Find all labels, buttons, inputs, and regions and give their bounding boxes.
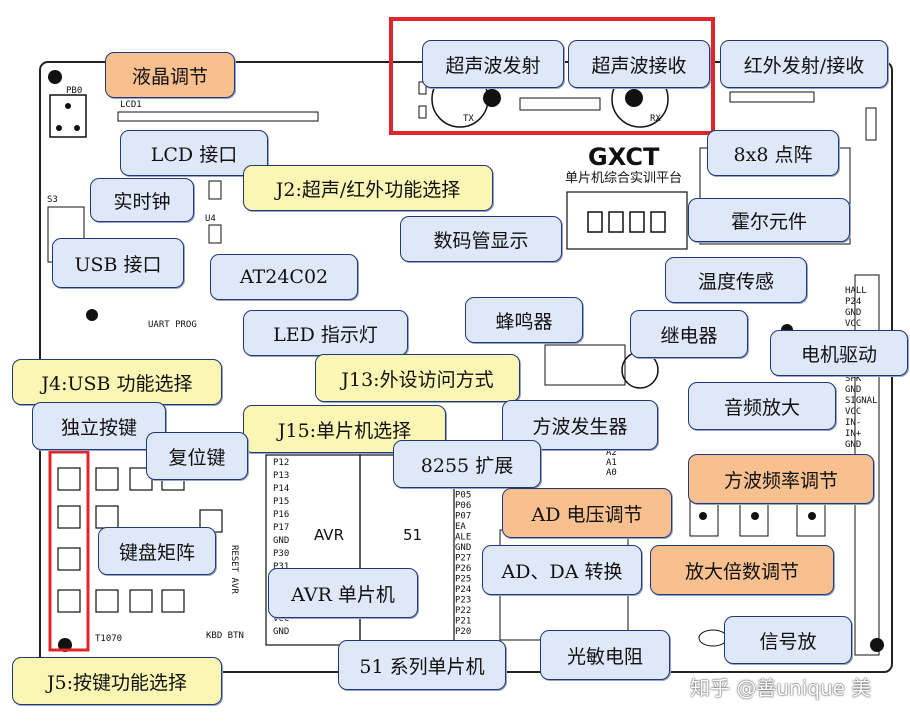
pin-label: P24 — [455, 585, 471, 595]
pin-label: SIGNAL — [845, 396, 878, 406]
callout-rtc: 实时钟 — [90, 178, 194, 222]
svg-text:RX: RX — [650, 114, 661, 124]
pin-label: VCC — [845, 407, 861, 417]
svg-text:单片机综合实训平台: 单片机综合实训平台 — [565, 171, 682, 186]
svg-text:S3: S3 — [47, 195, 58, 205]
pin-label: P20 — [455, 627, 471, 637]
pin-label: P26 — [455, 564, 471, 574]
callout-motor: 电机驱动 — [770, 330, 908, 376]
pin-label: IN+ — [845, 429, 862, 439]
callout-usb-port: USB 接口 — [52, 238, 184, 288]
pin-label: A2 — [606, 448, 617, 458]
pin-label: P25 — [455, 575, 471, 585]
callout-j4-usb: J4:USB 功能选择 — [12, 359, 222, 405]
callout-lcd-contrast: 液晶调节 — [105, 52, 235, 98]
svg-text:T1070: T1070 — [95, 634, 122, 644]
svg-text:PB0: PB0 — [66, 86, 82, 96]
callout-square-freq: 方波频率调节 — [688, 454, 874, 504]
pin-label: P27 — [455, 554, 471, 564]
pin-label: P16 — [273, 510, 289, 520]
pin-label: P22 — [455, 606, 471, 616]
pin-label: P24 — [845, 297, 861, 307]
callout-dot-matrix: 8x8 点阵 — [707, 130, 839, 176]
callout-relay: 继电器 — [630, 310, 748, 358]
pin-label: P17 — [273, 523, 289, 533]
pin-label: GND — [845, 440, 861, 450]
svg-text:TX: TX — [463, 114, 474, 124]
callout-ultrasonic-rx: 超声波接收 — [568, 40, 710, 88]
svg-text:RESET AVR: RESET AVR — [229, 545, 239, 594]
watermark: 知乎 @善unique 美 — [690, 676, 872, 700]
pin-label: GND — [273, 536, 289, 546]
pin-label: GND — [273, 627, 289, 637]
callout-signal-amp: 信号放 — [724, 616, 852, 664]
pin-label: A0 — [606, 468, 617, 478]
callout-buzzer: 蜂鸣器 — [465, 297, 583, 343]
callout-j13-access: J13:外设访问方式 — [315, 354, 520, 402]
pin-label: P31 — [273, 562, 289, 572]
pin-label: P23 — [455, 596, 471, 606]
pin-label: P05 — [455, 491, 471, 501]
callout-gain-adjust: 放大倍数调节 — [650, 545, 834, 595]
svg-text:51: 51 — [403, 526, 422, 544]
callout-key-matrix: 键盘矩阵 — [98, 527, 216, 575]
callout-seven-seg: 数码管显示 — [400, 216, 562, 262]
pin-label: A1 — [606, 458, 617, 468]
callout-j2-select: J2:超声/红外功能选择 — [243, 165, 493, 211]
pin-label: P06 — [455, 501, 471, 511]
callout-led: LED 指示灯 — [243, 310, 408, 356]
pin-label: SPK — [845, 374, 862, 384]
pin-label: P07 — [455, 512, 471, 522]
callout-avr-mcu: AVR 单片机 — [268, 568, 418, 618]
callout-ir-txrx: 红外发射/接收 — [720, 40, 888, 88]
pin-label: P15 — [273, 497, 289, 507]
pin-label: GND — [845, 308, 861, 318]
svg-text:GXCT: GXCT — [588, 143, 660, 171]
pin-label: VCC — [845, 319, 861, 329]
callout-ad-voltage: AD 电压调节 — [502, 488, 672, 538]
callout-51-mcu: 51 系列单片机 — [338, 640, 506, 690]
mount-hole — [48, 70, 62, 84]
pin-label: IN- — [845, 418, 861, 428]
pin-label: P30 — [273, 549, 289, 559]
callout-8255: 8255 扩展 — [393, 440, 541, 488]
pin-label: P21 — [455, 617, 471, 627]
svg-text:KBD BTN: KBD BTN — [206, 631, 244, 641]
pin-label: EA — [455, 522, 466, 532]
pin-label: ALE — [455, 533, 471, 543]
callout-hall: 霍尔元件 — [688, 198, 850, 242]
key-select-highlight — [48, 450, 90, 652]
ultrasonic-highlight-box — [389, 17, 715, 135]
callout-audio-amp: 音频放大 — [688, 382, 836, 430]
pin-label: VCC — [273, 614, 289, 624]
callout-temp: 温度传感 — [665, 257, 807, 303]
svg-text:UART PROG: UART PROG — [148, 320, 197, 330]
pin-label: GND — [455, 543, 471, 553]
pin-label: GND — [845, 385, 861, 395]
pin-label: HALL — [845, 286, 867, 296]
svg-text:U4: U4 — [205, 214, 216, 224]
pin-label: P13 — [273, 471, 289, 481]
svg-text:LCD1: LCD1 — [120, 100, 142, 110]
callout-reset-key: 复位键 — [146, 432, 248, 480]
pin-label: P12 — [273, 458, 289, 468]
callout-ad-da: AD、DA 转换 — [482, 545, 642, 595]
svg-text:AVR: AVR — [314, 526, 344, 544]
callout-photoresistor: 光敏电阻 — [540, 630, 670, 680]
callout-j5-keys: J5:按键功能选择 — [12, 657, 222, 705]
callout-at24c02: AT24C02 — [210, 254, 358, 300]
pin-label: P14 — [273, 484, 289, 494]
mount-hole — [870, 638, 884, 652]
callout-ultrasonic-tx: 超声波发射 — [422, 40, 564, 88]
callout-indep-keys: 独立按键 — [32, 402, 166, 450]
